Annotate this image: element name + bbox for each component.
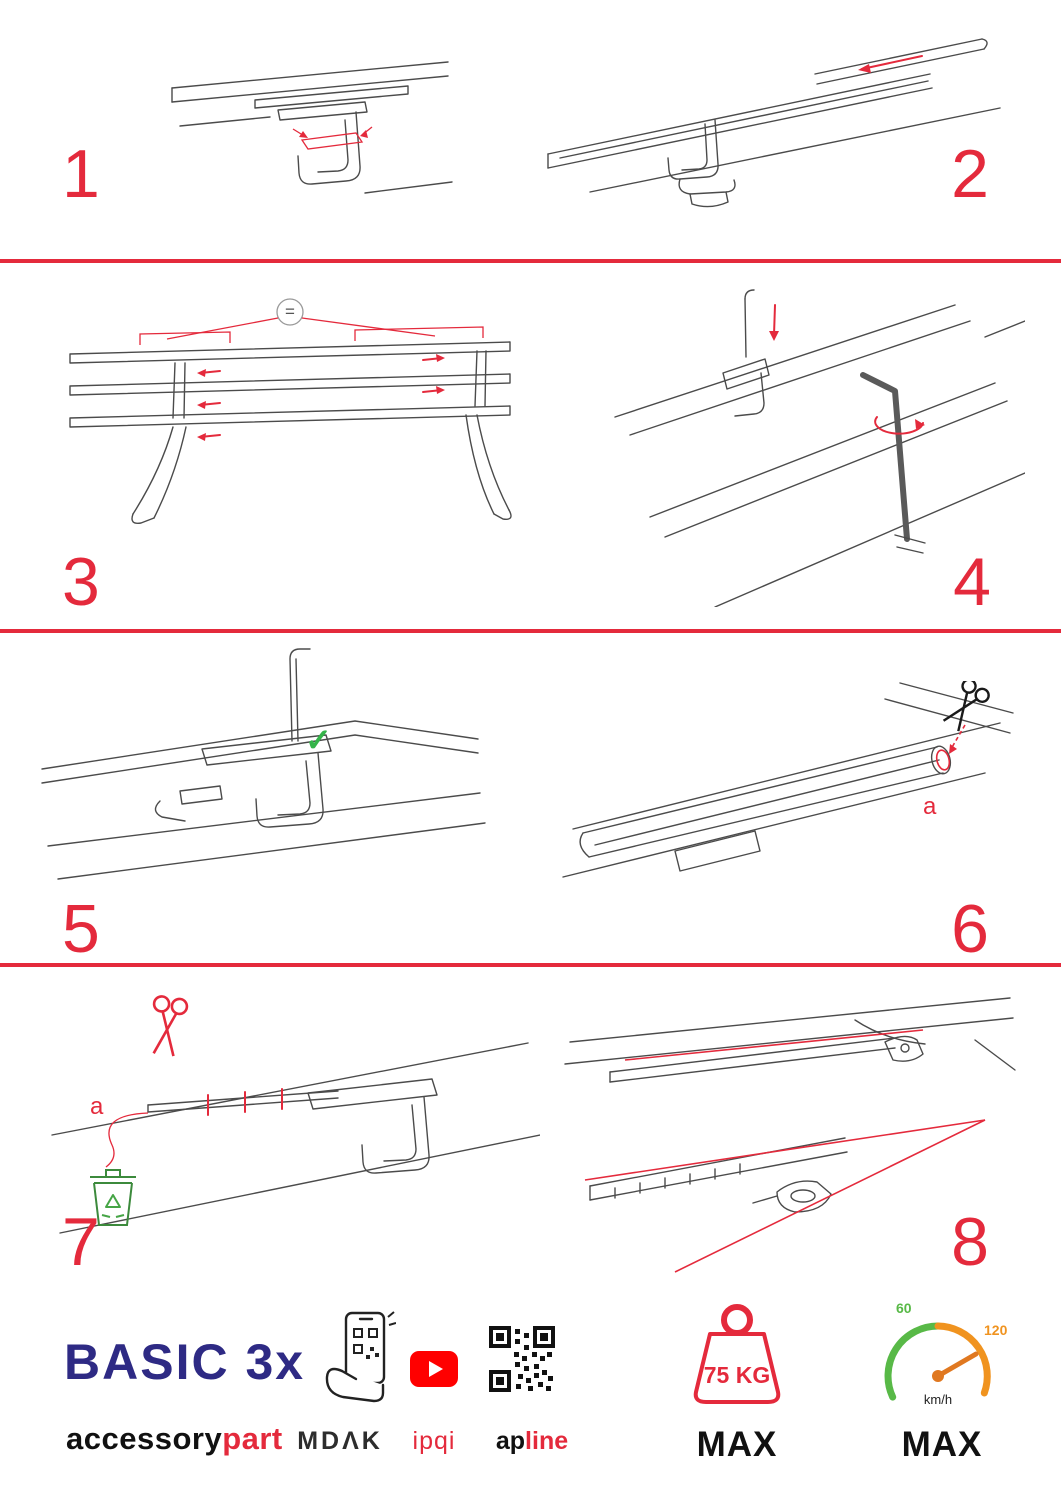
brand-name-red: part [222,1421,283,1456]
rail-upper-drawing [609,1037,896,1083]
rod-drawing [289,648,311,742]
clamp-pin-drawing [722,289,770,417]
insert-plate-highlight [292,126,373,150]
step-6: a 6 [540,631,1061,965]
step-1-number: 1 [62,136,100,212]
rail-lower-drawing [589,1137,848,1201]
crossbars-drawing [69,341,511,428]
crossbar-drawing [547,73,933,169]
speed-unit: km/h [923,1392,953,1407]
cover-strip-drawing [579,745,952,858]
section-divider-2 [0,629,1061,633]
strip-drawing [147,1090,339,1113]
roof-perspective-lines [614,304,1025,607]
roof-edge-line [589,107,1001,193]
alignment-lines [584,1029,986,1273]
weight-value: 75 KG [703,1362,771,1388]
brand-name: accessorypart [66,1421,283,1457]
buckle-upper-drawing [884,1035,924,1062]
step-2: 2 [530,0,1061,261]
product-name: BASIC 3x [64,1334,306,1390]
step-8: 8 [540,965,1061,1300]
step-7: a 7 [0,965,540,1300]
clamp-drawing [307,1078,438,1174]
step-4-number: 4 [953,544,991,620]
youtube-icon [410,1351,458,1387]
footer: BASIC 3x accessorypart [0,1295,1061,1500]
step-5-illustration [41,648,486,880]
scissors-icon [942,681,990,732]
cut-ticks [207,1088,283,1116]
clamp-drawing [277,101,368,185]
section-divider-1 [0,259,1061,263]
roof-rail-drawing [171,61,453,194]
scissors-icon [152,995,189,1057]
roof-surface-lines [41,720,486,880]
step-4-illustration [614,289,1025,607]
step-3: = 3 [0,262,545,631]
speed-limit-icon: 60 120 km/h [872,1298,1012,1410]
weight-max-label: MAX [696,1425,778,1464]
buckle-lower-drawing [752,1180,832,1213]
support-feet-drawing [131,350,512,524]
recycle-icon [101,1194,125,1218]
roof-lines [562,682,1014,878]
logo-apline-red: line [525,1427,569,1455]
step-6-number: 6 [951,891,989,967]
step-6-illustration [562,681,1014,878]
cut-point-label: a [923,793,937,820]
cut-point-label: a [90,1093,104,1120]
logo-apline: apline [482,1427,582,1456]
roof-lines [51,1042,540,1234]
step-7-number: 7 [62,1204,100,1280]
qr-code-icon [489,1326,555,1392]
step-2-number: 2 [951,136,989,212]
weight-limit-icon: 75 KG [672,1300,802,1410]
adjust-arrows [197,354,445,441]
cut-line [935,724,966,771]
logo-mdak: MDΛK [297,1427,383,1455]
end-strip-drawing [814,38,988,85]
step-4: 4 [545,262,1061,631]
step-1: 1 [0,0,530,261]
equal-spacing-label: = [285,302,295,321]
logo-ipqi: ipqi [412,1427,456,1455]
step-5: ✓ 5 [0,631,540,965]
slide-arrow [858,55,923,73]
step-1-illustration [171,61,453,194]
trash-bin-icon [90,1169,136,1226]
phone-qr-icon [325,1311,396,1403]
section-divider-3 [0,963,1061,967]
equal-spacing-annotation [139,298,484,345]
rotate-arrow [874,416,925,435]
clamp-drawing [154,734,332,828]
speed-tick-high: 120 [984,1322,1008,1338]
allen-key-drawing [860,372,926,554]
step-3-number: 3 [62,544,100,620]
discard-line [105,1112,149,1168]
step-3-illustration [69,298,512,524]
step-7-illustration [51,995,540,1234]
step-5-number: 5 [62,891,100,967]
step-8-illustration [564,997,1016,1273]
checkmark-icon: ✓ [305,722,332,758]
pin-arrow [769,304,779,341]
speed-max-label: MAX [901,1425,983,1464]
speed-tick-low: 60 [896,1300,912,1316]
step-2-illustration [547,38,1001,208]
brand-name-black: accessory [66,1421,223,1456]
clamp-under [674,830,761,872]
step-8-number: 8 [951,1204,989,1280]
logo-apline-black: ap [495,1427,526,1455]
